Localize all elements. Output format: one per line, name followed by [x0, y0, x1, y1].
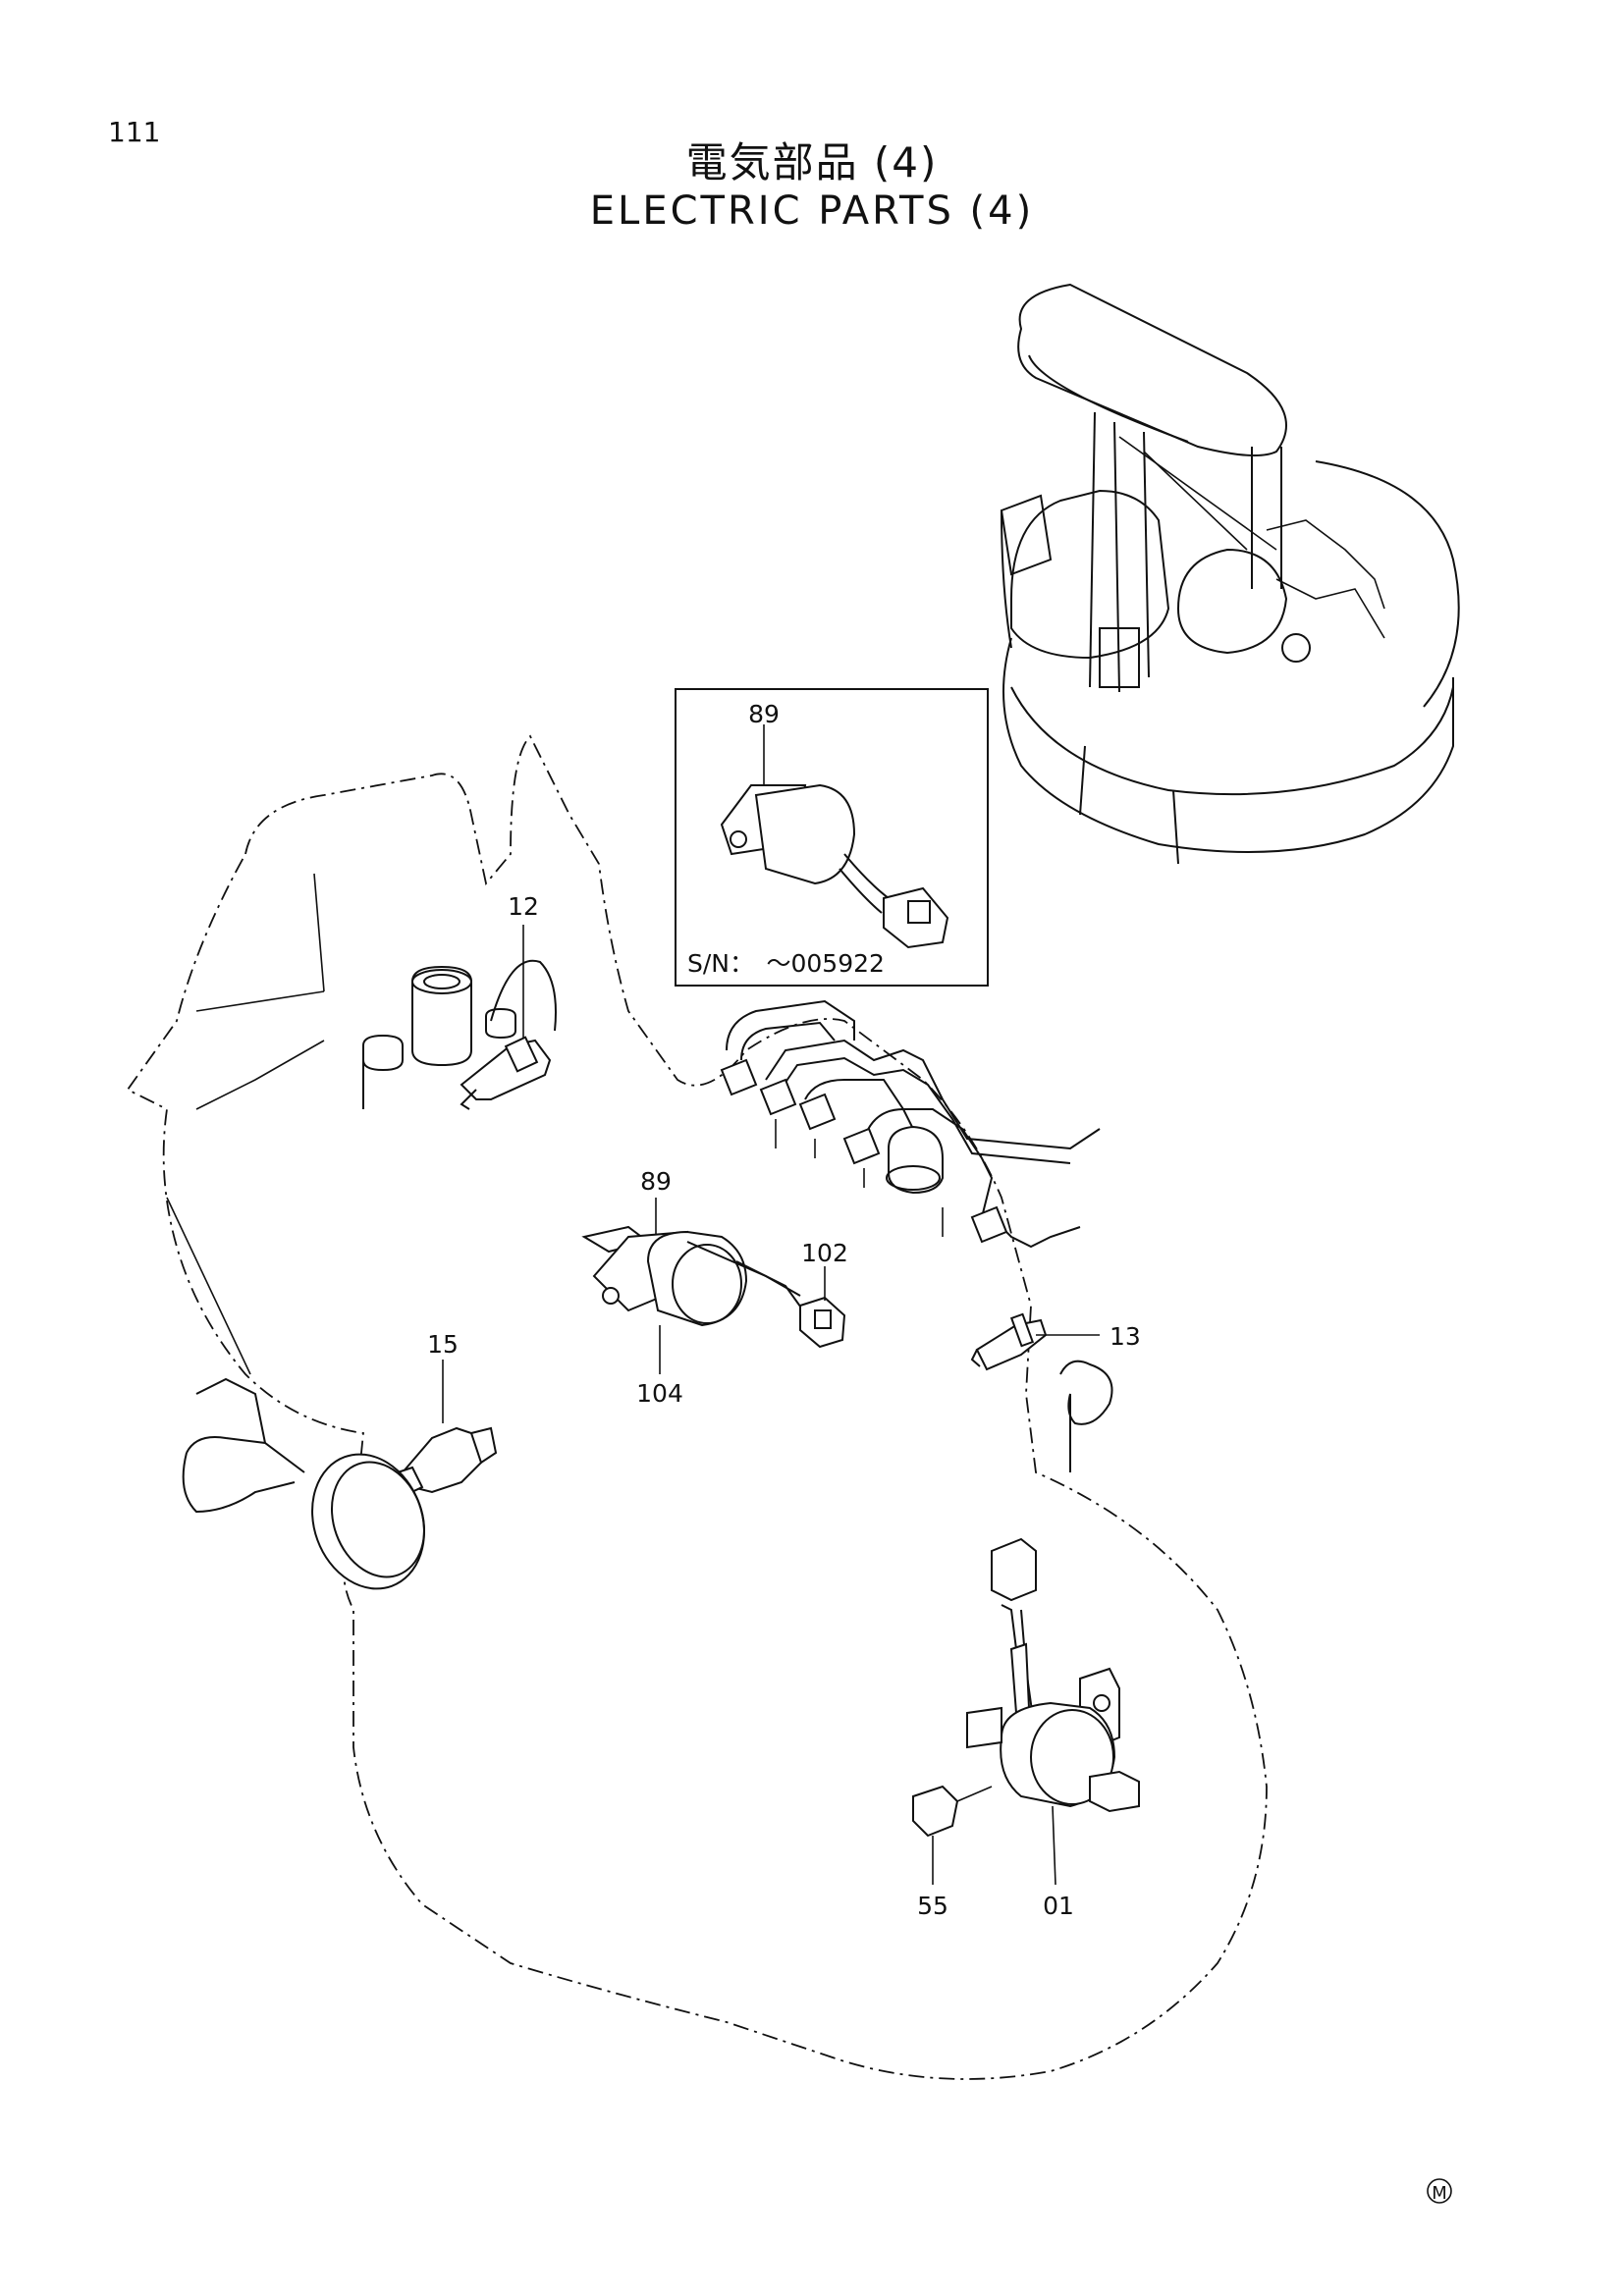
inset-part-label: 89 [748, 700, 780, 728]
callout-15: 15 [427, 1330, 459, 1359]
callout-104: 104 [636, 1379, 683, 1408]
sensor-15 [182, 1360, 498, 1590]
sensor-13 [970, 1312, 1113, 1472]
inset-serial-note: S/N： ～005922 [687, 949, 885, 978]
callout-89: 89 [640, 1167, 672, 1196]
engine-outline [126, 734, 1268, 2080]
solenoid-assembly [581, 1198, 846, 1374]
page-title-japanese: 電気部品 (4) [685, 138, 939, 187]
circled-m-mark [1427, 2178, 1452, 2204]
page-number: 111 [108, 116, 161, 148]
page-title-english: ELECTRIC PARTS (4) [589, 188, 1035, 234]
callout-13: 13 [1110, 1322, 1141, 1351]
callout-01: 01 [1043, 1892, 1074, 1920]
callout-55: 55 [917, 1892, 948, 1920]
injection-pipes [720, 999, 1101, 1249]
solenoid-01 [912, 1537, 1140, 1886]
callout-102: 102 [801, 1239, 848, 1267]
inset-panel [675, 688, 989, 987]
machine-overview [1000, 283, 1460, 865]
callout-12: 12 [508, 892, 539, 921]
sensor-group-12 [362, 925, 557, 1110]
circled-m-mark-letter: M [1432, 2183, 1447, 2204]
